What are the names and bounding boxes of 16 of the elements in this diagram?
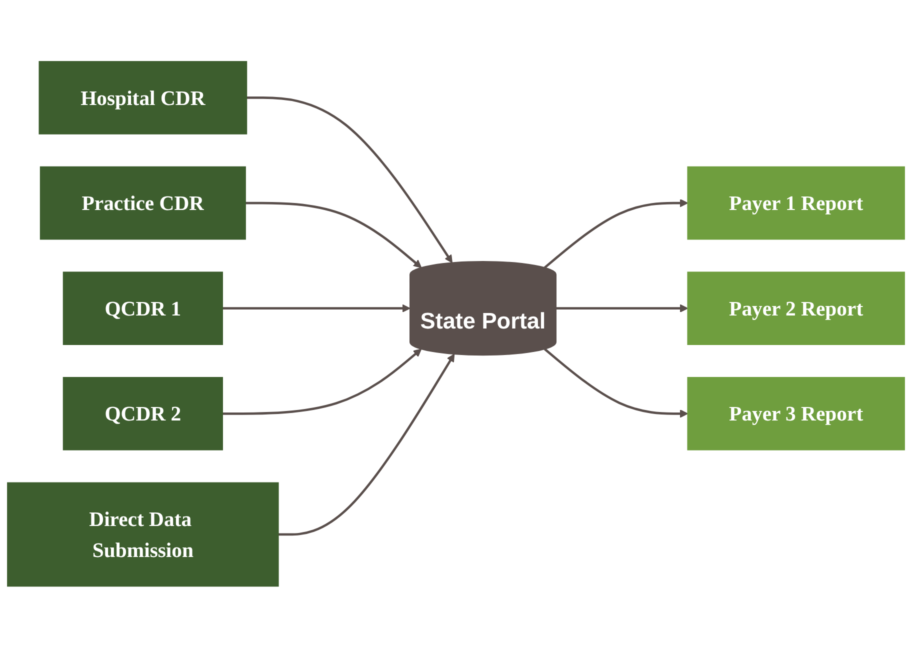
node-box: QCDR 2 [62,377,223,450]
node-box: Hospital CDR [38,61,248,135]
node-box: Payer 2 Report [687,272,905,346]
arrow [245,202,422,268]
arrow [246,96,453,264]
arrow [556,304,688,313]
node-box: QCDR 1 [62,272,223,346]
arrow [278,354,455,536]
arrow [222,304,410,313]
node-box: Payer 1 Report [687,166,905,240]
arrow [222,348,422,415]
arrow [544,348,688,418]
node-box: Direct Data Submission [7,482,279,587]
node-box: Practice CDR [40,166,246,240]
arrow [544,199,688,269]
node-box: Payer 3 Report [687,377,905,450]
